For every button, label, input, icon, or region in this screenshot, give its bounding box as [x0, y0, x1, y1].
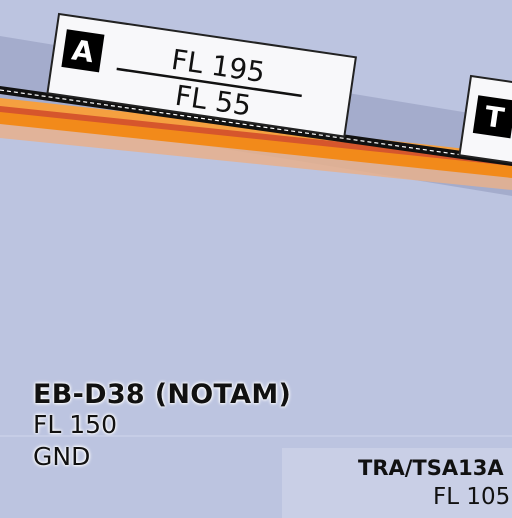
class-badge-letter: A [70, 33, 97, 69]
tra-label-box[interactable] [282, 448, 512, 518]
tra-area-upper-limit: FL 105 [433, 484, 511, 510]
airway-label-box[interactable]: A FL 195 FL 55 [46, 12, 357, 138]
edge-label-box[interactable]: T [458, 74, 512, 174]
edge-class-badge [472, 95, 512, 139]
restricted-area-upper-limit: FL 150 [33, 410, 117, 439]
route-line[interactable] [0, 86, 512, 166]
tra-area-name: TRA/TSA13A [358, 456, 504, 480]
restricted-area-lower-limit: GND [33, 442, 91, 471]
limits-divider [116, 67, 302, 98]
route-line-dashes [0, 89, 512, 163]
restricted-area-name[interactable]: EB-D38 (NOTAM) [33, 379, 292, 410]
edge-class-letter: T [482, 100, 506, 135]
class-badge [61, 29, 105, 73]
